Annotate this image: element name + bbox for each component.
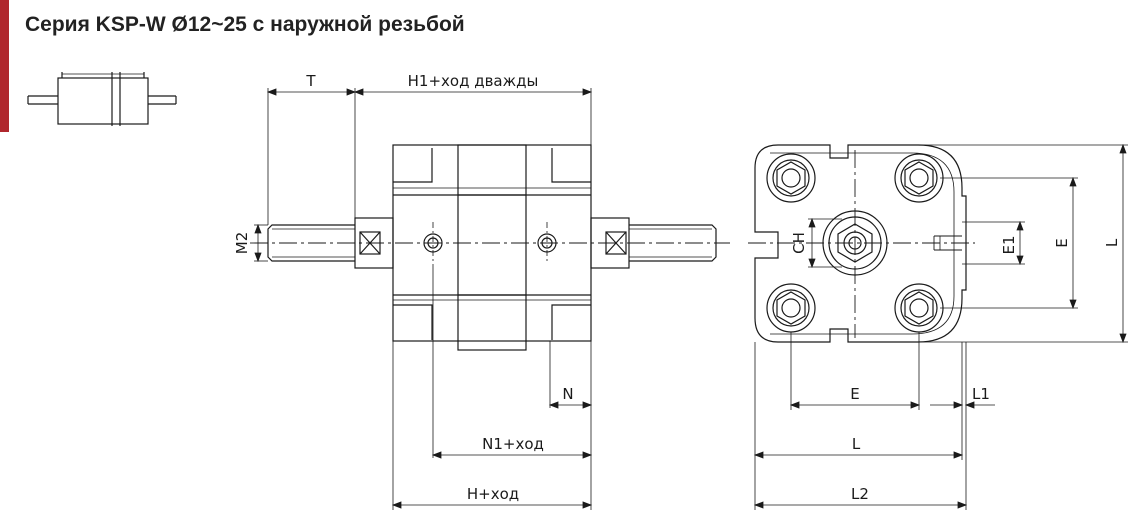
front-dimensions bbox=[254, 88, 593, 510]
label-E-vertical: E bbox=[1053, 238, 1071, 247]
label-E1: E1 bbox=[1000, 235, 1018, 254]
label-L-vertical: L bbox=[1103, 238, 1121, 247]
thumbnail-schematic bbox=[27, 72, 177, 126]
label-T: T bbox=[305, 72, 316, 90]
label-CH: CH bbox=[790, 232, 808, 254]
bolt-bottom-right-icon bbox=[894, 283, 944, 333]
label-E-horizontal: E bbox=[850, 385, 859, 403]
label-L-horizontal: L bbox=[852, 435, 861, 453]
label-L1: L1 bbox=[972, 385, 990, 403]
label-H-stroke: H+ход bbox=[467, 485, 519, 503]
end-view bbox=[748, 144, 975, 343]
bolt-bottom-left-icon bbox=[766, 283, 816, 333]
page-title: Серия KSP-W Ø12~25 с наружной резьбой bbox=[25, 13, 465, 36]
accent-bar bbox=[0, 0, 9, 132]
label-N: N bbox=[562, 385, 573, 403]
label-L2: L2 bbox=[851, 485, 869, 503]
label-N1-stroke: N1+ход bbox=[482, 435, 544, 453]
label-M2: M2 bbox=[233, 232, 251, 255]
front-view bbox=[250, 144, 730, 351]
bolt-top-left-icon bbox=[766, 153, 816, 203]
label-H1-stroke-twice: H1+ход дважды bbox=[408, 72, 539, 90]
bolt-top-right-icon bbox=[894, 153, 944, 203]
end-dimensions bbox=[753, 143, 1128, 510]
